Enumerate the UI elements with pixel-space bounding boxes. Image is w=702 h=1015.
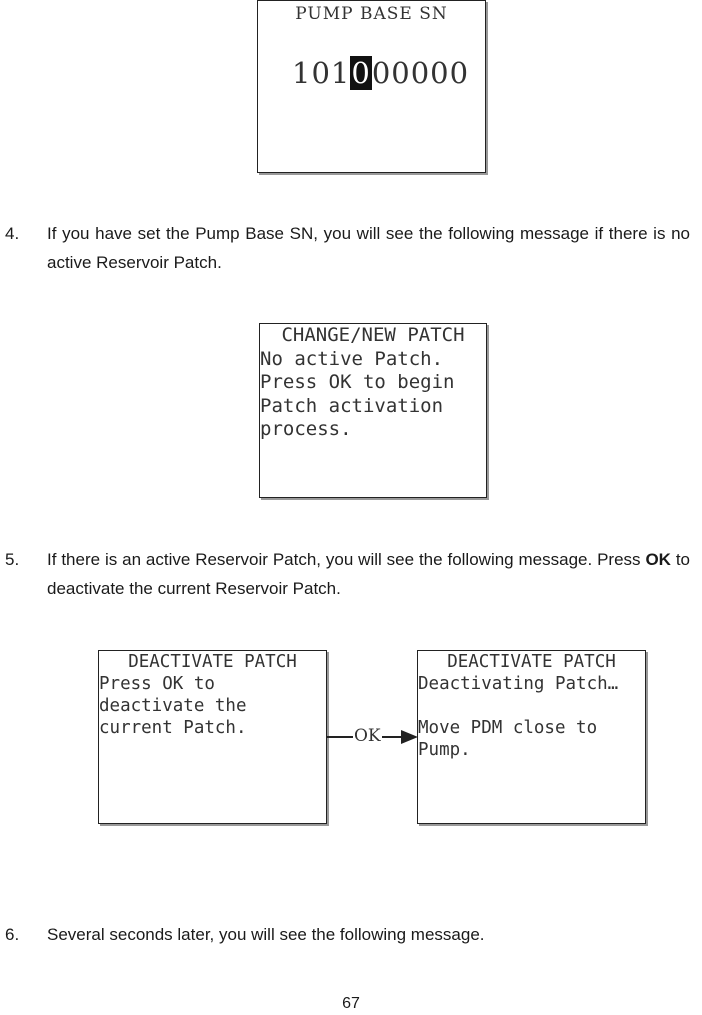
step-text: If there is an active Reservoir Patch, y…	[47, 545, 690, 603]
step-number: 4.	[5, 224, 20, 243]
step-text-before: If there is an active Reservoir Patch, y…	[47, 550, 646, 569]
deactivate-patch-screen-confirm: DEACTIVATE PATCH Press OK to deactivate …	[98, 650, 327, 824]
step-text: If you have set the Pump Base SN, you wi…	[47, 224, 690, 272]
screen-line: Patch activation	[260, 394, 444, 417]
screen-line: Pump.	[418, 740, 471, 760]
screen-title: CHANGE/NEW PATCH	[281, 324, 465, 346]
screen-line: process.	[260, 418, 352, 440]
screen-title: DEACTIVATE PATCH	[128, 652, 297, 672]
screen-line: Press OK to	[99, 674, 215, 694]
screen-line: deactivate the	[99, 696, 247, 716]
ok-key-label: OK	[645, 550, 671, 569]
serial-number: 101000000	[292, 56, 469, 90]
screen-line: Move PDM close to	[418, 718, 598, 738]
serial-cursor-digit: 0	[350, 56, 372, 90]
step-number: 5.	[5, 550, 20, 569]
step-number: 6.	[5, 925, 20, 944]
pump-base-sn-screen: PUMP BASE SN 101000000	[257, 0, 486, 173]
ok-transition-label: OK	[353, 726, 382, 746]
change-patch-screen: CHANGE/NEW PATCH No active Patch. Press …	[259, 323, 487, 498]
screen-line: Press OK to begin	[260, 371, 455, 393]
step-text-after: to deactivate the current Reservoir Patc…	[47, 550, 690, 598]
screen-line: current Patch.	[99, 718, 247, 738]
page-number: 67	[342, 995, 360, 1012]
step-text: Several seconds later, you will see the …	[47, 925, 485, 944]
screen-line: Deactivating Patch…	[418, 674, 619, 694]
serial-suffix: 00000	[371, 56, 470, 90]
screen-line: No active Patch.	[260, 347, 444, 370]
deactivate-patch-screen-progress: DEACTIVATE PATCH Deactivating Patch… Mov…	[417, 650, 646, 824]
screen-title: DEACTIVATE PATCH	[447, 652, 616, 672]
screen-title: PUMP BASE SN	[295, 4, 448, 24]
screen-line	[418, 695, 645, 717]
serial-prefix: 101	[292, 56, 351, 90]
